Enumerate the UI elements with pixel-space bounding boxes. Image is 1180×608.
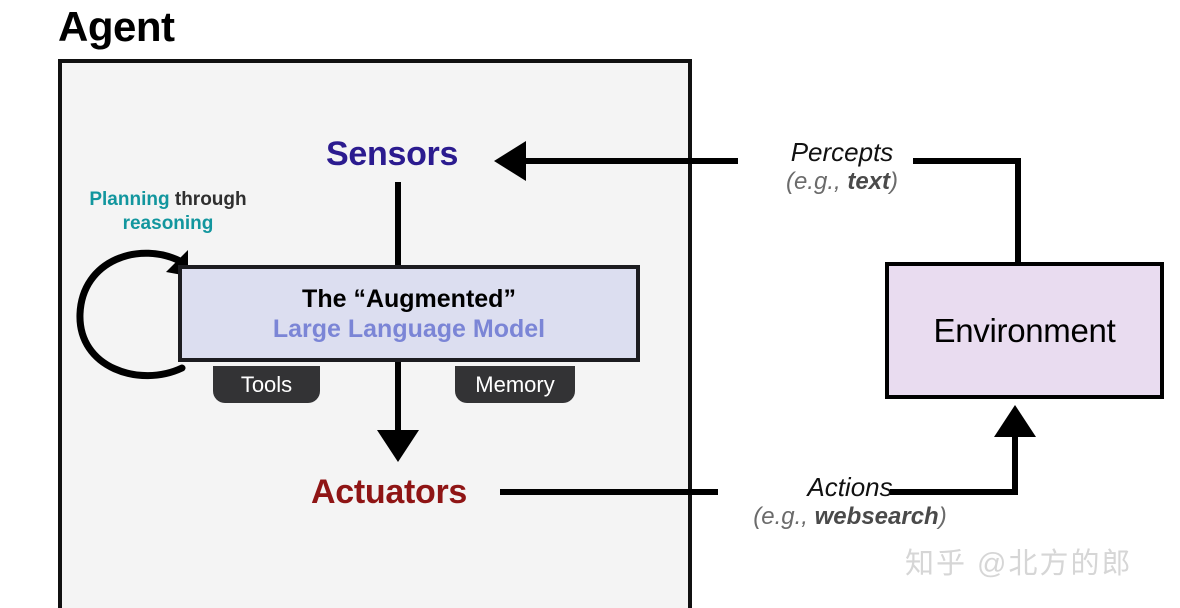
planning-accent-2: reasoning (122, 212, 214, 234)
sensors-to-llm-connector (395, 182, 401, 266)
memory-chip[interactable]: Memory (455, 366, 575, 403)
llm-title-line1: The “Augmented” (302, 284, 516, 313)
actions-route-horizontal (890, 489, 1018, 495)
planning-plain: through (169, 189, 247, 210)
actions-route-vertical (1012, 437, 1018, 492)
percepts-sub-text: (e.g., text) (785, 167, 899, 195)
augmented-llm-box: The “Augmented” Large Language Model (178, 265, 640, 362)
percepts-main-text: Percepts (790, 137, 894, 167)
environment-arrowhead-icon (994, 405, 1036, 437)
environment-box: Environment (885, 262, 1164, 399)
llm-title-line2: Large Language Model (272, 314, 546, 343)
percepts-label: Percepts (e.g., text) (752, 137, 932, 196)
percepts-arrowhead-icon (494, 141, 526, 181)
planning-accent-1: Planning (89, 189, 170, 210)
actions-main-text: Actions (807, 472, 893, 502)
memory-chip-label: Memory (475, 371, 555, 397)
llm-to-actuators-shaft (395, 362, 401, 434)
percepts-route-horizontal (913, 158, 1021, 164)
actions-shaft-crossing (691, 489, 718, 495)
actuators-label: Actuators (311, 473, 467, 511)
percepts-route-vertical (1015, 158, 1021, 266)
planning-annotation: Planning through reasoning (64, 188, 272, 236)
actuators-arrowhead-icon (377, 430, 419, 462)
actions-shaft-inner (500, 489, 691, 495)
page-title: Agent (58, 3, 175, 50)
actions-sub-text: (e.g., websearch) (753, 502, 947, 530)
sensors-label: Sensors (326, 135, 459, 173)
percepts-arrow-shaft (525, 158, 738, 164)
tools-chip-label: Tools (240, 371, 293, 397)
watermark: 知乎 @北方的郎 (905, 548, 1133, 580)
tools-chip[interactable]: Tools (213, 366, 320, 403)
actions-label: Actions (e.g., websearch) (700, 472, 1000, 531)
environment-label: Environment (933, 311, 1116, 349)
